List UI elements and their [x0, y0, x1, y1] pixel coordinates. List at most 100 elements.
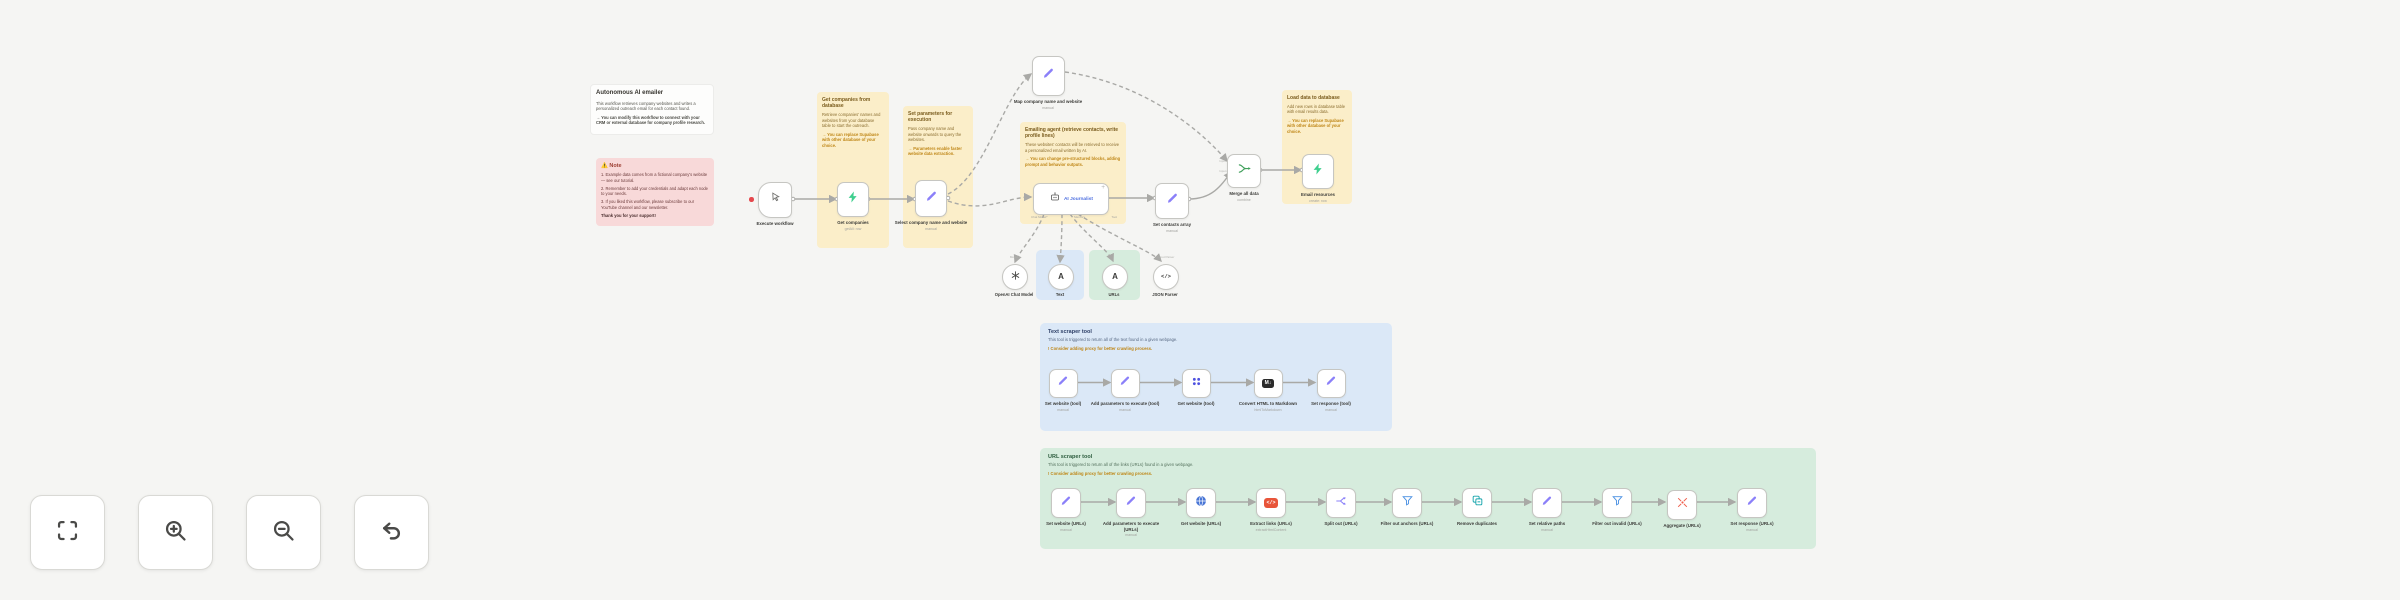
- http-request-icon: [1194, 494, 1208, 513]
- node-get-website-urls[interactable]: Get website (URLs): [1166, 488, 1236, 527]
- node-sublabel: manual: [1166, 228, 1178, 233]
- node-add-parameters-tool[interactable]: Add parameters to execute (tool) manual: [1090, 369, 1160, 412]
- node-sublabel: manual: [1325, 407, 1337, 412]
- edit-fields-icon: [1041, 66, 1056, 86]
- node-split-out-urls[interactable]: Split out (URLs): [1306, 488, 1376, 527]
- sticky-title: Set parameters for execution: [908, 111, 953, 124]
- node-aggregate-urls[interactable]: Aggregate (URLs): [1647, 490, 1717, 529]
- supabase-icon: [1311, 162, 1325, 181]
- markdown-icon: M↓: [1261, 379, 1275, 388]
- edit-fields-icon: [1540, 494, 1554, 513]
- note-title: Autonomous AI emailer: [596, 90, 664, 96]
- node-set-website-tool[interactable]: Set website (tool) manual: [1028, 369, 1098, 412]
- node-text-tool[interactable]: A: [1048, 264, 1074, 290]
- port-chat-model: Chat Model*: [1031, 214, 1048, 219]
- note-tip: → You can modify this workflow to connec…: [596, 114, 705, 126]
- node-label: Set response (tool): [1311, 401, 1351, 406]
- node-urls-tool[interactable]: A: [1102, 264, 1128, 290]
- node-label: Add parameters to execute (tool): [1090, 401, 1160, 406]
- edit-fields-icon: [1165, 191, 1180, 211]
- openai-icon: [1010, 268, 1021, 286]
- zoom-out-button[interactable]: [246, 495, 321, 570]
- node-ai-agent[interactable]: AI Journalist +: [1033, 183, 1109, 215]
- node-set-response-urls[interactable]: Set response (URLs) manual: [1717, 488, 1787, 532]
- node-extract-links-urls[interactable]: </> Extract links (URLs) extractHtmlCont…: [1236, 488, 1306, 532]
- node-set-relative-paths[interactable]: Set relative paths manual: [1512, 488, 1582, 532]
- zone-title: URL scraper tool: [1048, 454, 1093, 460]
- node-map-company[interactable]: Map company name and website manual: [1008, 56, 1088, 110]
- filter-icon: [1401, 494, 1414, 512]
- node-set-contacts-array[interactable]: Set contacts array manual: [1132, 183, 1212, 233]
- warning-footer: Thank you for your support!: [601, 213, 656, 219]
- edit-fields-icon: [1118, 374, 1132, 393]
- port-memory: Memory: [1074, 214, 1085, 219]
- node-merge[interactable]: Merge all data combine: [1204, 154, 1284, 202]
- warning-item-3: 3. If you liked this workflow, please su…: [601, 199, 695, 210]
- node-sublabel: getAll: row: [844, 226, 862, 231]
- fit-view-icon: [54, 517, 81, 549]
- sticky-body: Add new rows in database table with emai…: [1287, 103, 1346, 115]
- node-label: Set response (URLs): [1730, 521, 1774, 526]
- warning-item-2: 2. Remember to add your credentials and …: [601, 185, 708, 197]
- node-set-website-urls[interactable]: Set website (URLs) manual: [1031, 488, 1101, 532]
- node-select-company[interactable]: Select company name and website manual: [891, 180, 971, 231]
- merge-icon: [1237, 161, 1252, 181]
- error-dot: [749, 197, 754, 202]
- node-label: Get companies: [837, 220, 869, 225]
- node-label: Aggregate (URLs): [1663, 523, 1701, 528]
- note-warning[interactable]: ⚠️ Note 1. Example data comes from a fic…: [596, 158, 714, 227]
- node-get-companies[interactable]: Get companies getAll: row: [813, 182, 893, 231]
- warning-title: ⚠️ Note: [601, 163, 622, 169]
- note-autonomous-ai-emailer[interactable]: Autonomous AI emailer This workflow retr…: [590, 84, 714, 135]
- node-sublabel: manual: [1119, 407, 1131, 412]
- sticky-get-companies[interactable]: Get companies from database Retrieve com…: [817, 92, 889, 248]
- robot-icon: [1049, 190, 1061, 208]
- node-remove-duplicates[interactable]: Remove duplicates: [1442, 488, 1512, 527]
- edit-fields-icon: [1056, 374, 1070, 393]
- node-sublabel: manual: [1746, 527, 1758, 532]
- agent-ports: Chat Model* Memory Tool: [1031, 215, 1117, 219]
- remove-duplicates-icon: [1471, 494, 1484, 512]
- node-email-resources[interactable]: Email resources create: row: [1278, 154, 1358, 203]
- workflow-tool-icon: A: [1058, 272, 1064, 281]
- node-filter-anchors-urls[interactable]: Filter out anchors (URLs): [1372, 488, 1442, 527]
- node-add-parameters-urls[interactable]: Add parameters to execute (URLs) manual: [1096, 488, 1166, 537]
- sticky-body: Retrieve companies' names and websites f…: [822, 112, 881, 129]
- node-sublabel: htmlToMarkdown: [1254, 407, 1282, 412]
- zoom-out-icon: [270, 517, 297, 549]
- edit-fields-icon: [1324, 374, 1338, 393]
- node-label: Execute workflow: [756, 221, 794, 226]
- zone-tip: ! Consider adding proxy for better crawl…: [1048, 346, 1153, 352]
- sticky-title: Load data to database: [1287, 95, 1340, 101]
- edit-fields-icon: [924, 189, 939, 209]
- output-parser-icon: </>: [1161, 273, 1171, 281]
- node-convert-html-markdown[interactable]: M↓ Convert HTML to Markdown htmlToMarkdo…: [1233, 369, 1303, 412]
- sticky-tip: → You can replace Supabase with other da…: [822, 131, 879, 148]
- node-label: Merge all data: [1229, 191, 1259, 196]
- undo-button[interactable]: [354, 495, 429, 570]
- zone-subtitle: This tool is triggered to return all of …: [1048, 462, 1194, 467]
- supabase-icon: [846, 190, 860, 209]
- node-label: Remove duplicates: [1456, 521, 1498, 526]
- zoom-in-button[interactable]: [138, 495, 213, 570]
- node-execute-workflow[interactable]: Execute workflow: [735, 182, 815, 227]
- node-sublabel: manual: [1541, 527, 1553, 532]
- node-get-website-tool[interactable]: Get website (tool): [1161, 369, 1231, 407]
- node-openai-chat-model[interactable]: [1002, 264, 1028, 290]
- zoom-in-icon: [162, 517, 189, 549]
- port-tool: Tool: [1111, 214, 1117, 219]
- sticky-title: Get companies from database: [822, 97, 871, 110]
- node-filter-invalid-urls[interactable]: Filter out invalid (URLs): [1582, 488, 1652, 527]
- node-label: OpenAI Chat Model: [994, 292, 1034, 297]
- scraper-icon: [1190, 375, 1203, 393]
- node-sublabel: manual: [1057, 407, 1069, 412]
- node-label: JSON Parser: [1152, 292, 1178, 297]
- node-label: Set website (tool): [1044, 401, 1082, 406]
- fit-view-button[interactable]: [30, 495, 105, 570]
- node-label: Email resources: [1301, 192, 1335, 197]
- add-subnode-icon[interactable]: +: [1101, 184, 1105, 191]
- filter-icon: [1611, 494, 1624, 512]
- node-json-parser[interactable]: </>: [1153, 264, 1179, 290]
- node-set-response-tool[interactable]: Set response (tool) manual: [1296, 369, 1366, 412]
